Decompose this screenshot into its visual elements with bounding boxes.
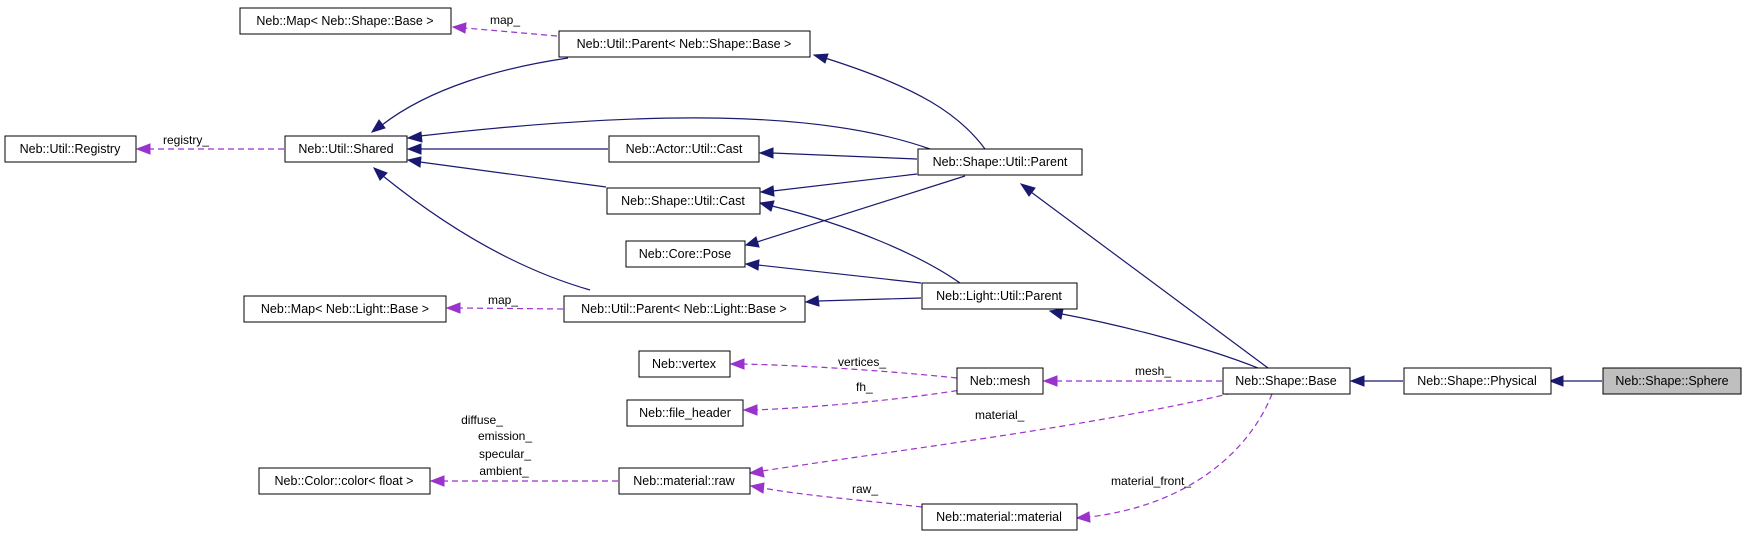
inheritance-edge-shapeutilparent-parentshape bbox=[812, 53, 986, 150]
node-actor-util-cast[interactable]: Neb::Actor::Util::Cast bbox=[608, 135, 760, 163]
inheritance-edge-physical-base bbox=[1349, 375, 1403, 387]
node-util-registry[interactable]: Neb::Util::Registry bbox=[4, 135, 137, 163]
node-label: Neb::file_header bbox=[639, 406, 731, 420]
usage-edge-parentlight-maplight bbox=[445, 302, 564, 314]
node-label: Neb::Map< Neb::Shape::Base > bbox=[256, 14, 433, 28]
inheritance-edge-lightutilparent-parentlight bbox=[804, 295, 922, 307]
node-label: Neb::Core::Pose bbox=[639, 247, 731, 261]
node-vertex[interactable]: Neb::vertex bbox=[638, 350, 731, 378]
node-label: Neb::Light::Util::Parent bbox=[936, 289, 1062, 303]
edge-label-registry: registry_ bbox=[163, 133, 209, 147]
inheritance-edge-parentshape-shared bbox=[370, 57, 569, 133]
node-shape-util-cast[interactable]: Neb::Shape::Util::Cast bbox=[606, 187, 761, 215]
node-map-shape-base[interactable]: Neb::Map< Neb::Shape::Base > bbox=[239, 7, 452, 35]
usage-edge-parentshape-mapshape bbox=[451, 22, 558, 37]
node-label: Neb::Actor::Util::Cast bbox=[626, 142, 743, 156]
usage-edge-materialraw-color bbox=[429, 475, 618, 487]
node-shape-physical[interactable]: Neb::Shape::Physical bbox=[1403, 367, 1552, 395]
node-label: Neb::Color::color< float > bbox=[275, 474, 414, 488]
usage-edge-base-mesh bbox=[1042, 375, 1222, 387]
node-material-raw[interactable]: Neb::material::raw bbox=[618, 467, 751, 495]
node-mesh[interactable]: Neb::mesh bbox=[956, 367, 1044, 395]
node-label: Neb::Shape::Physical bbox=[1417, 374, 1537, 388]
node-parent-light-base[interactable]: Neb::Util::Parent< Neb::Light::Base > bbox=[563, 295, 806, 323]
node-label: Neb::Shape::Sphere bbox=[1615, 374, 1728, 388]
inheritance-edge-parentlight-shared bbox=[372, 167, 591, 291]
usage-edge-base-materialraw bbox=[748, 392, 1233, 478]
inheritance-edge-shapeutilparent-pose bbox=[744, 175, 966, 248]
edge-label-vertices: vertices_ bbox=[838, 355, 886, 369]
node-file-header[interactable]: Neb::file_header bbox=[626, 399, 744, 427]
node-label: Neb::Shape::Util::Parent bbox=[933, 155, 1068, 169]
inheritance-edge-lightutilparent-pose bbox=[744, 259, 922, 284]
inheritance-edge-shapeutilparent-shapecast bbox=[759, 173, 918, 197]
edge-label-ambient: ambient_ bbox=[479, 464, 529, 478]
node-core-pose[interactable]: Neb::Core::Pose bbox=[625, 240, 746, 268]
node-label: Neb::Shape::Util::Cast bbox=[621, 194, 745, 208]
node-label: Neb::Util::Parent< Neb::Shape::Base > bbox=[577, 37, 792, 51]
inheritance-edge-sphere-physical bbox=[1548, 375, 1602, 387]
edge-label-raw: raw_ bbox=[852, 482, 878, 496]
inheritance-edge-shapecast-shared bbox=[406, 156, 607, 188]
node-label: Neb::Shape::Base bbox=[1235, 374, 1337, 388]
usage-edge-materialmaterial-materialraw bbox=[749, 482, 923, 508]
edge-label-material-front: material_front_ bbox=[1111, 474, 1191, 488]
usage-edge-shared-registry bbox=[135, 143, 284, 155]
node-color-float[interactable]: Neb::Color::color< float > bbox=[258, 467, 431, 495]
node-shape-base[interactable]: Neb::Shape::Base bbox=[1222, 367, 1351, 395]
node-label: Neb::Util::Registry bbox=[20, 142, 121, 156]
node-material-material[interactable]: Neb::material::material bbox=[921, 503, 1078, 531]
node-label: Neb::mesh bbox=[970, 374, 1030, 388]
edge-label-material: material_ bbox=[975, 408, 1025, 422]
inheritance-edge-base-lightutilparent bbox=[1048, 308, 1259, 369]
usage-edge-mesh-fileheader bbox=[742, 388, 968, 416]
edge-label-map-light: map_ bbox=[488, 293, 518, 307]
node-label: Neb::material::raw bbox=[633, 474, 735, 488]
node-shape-sphere[interactable]: Neb::Shape::Sphere bbox=[1602, 367, 1742, 395]
edge-label-emission: emission_ bbox=[478, 429, 532, 443]
edge-label-diffuse: diffuse_ bbox=[461, 413, 503, 427]
node-parent-shape-base[interactable]: Neb::Util::Parent< Neb::Shape::Base > bbox=[558, 30, 811, 58]
node-util-shared[interactable]: Neb::Util::Shared bbox=[284, 135, 408, 163]
node-map-light-base[interactable]: Neb::Map< Neb::Light::Base > bbox=[243, 295, 447, 323]
edge-label-map-shape: map_ bbox=[490, 13, 520, 27]
node-label: Neb::Util::Shared bbox=[298, 142, 393, 156]
inheritance-edge-base-shapeutilparent bbox=[1019, 183, 1269, 369]
node-label: Neb::vertex bbox=[652, 357, 717, 371]
inheritance-edge-shapeutilparent-actorcast bbox=[758, 147, 918, 160]
node-label: Neb::material::material bbox=[936, 510, 1062, 524]
edge-label-specular: specular_ bbox=[479, 447, 531, 461]
node-light-util-parent[interactable]: Neb::Light::Util::Parent bbox=[921, 282, 1078, 310]
usage-edge-base-materialmaterial bbox=[1075, 393, 1273, 523]
usage-edge-mesh-vertex bbox=[729, 358, 958, 379]
inheritance-edge-lightutilparent-shapecast bbox=[758, 200, 961, 284]
edge-label-mesh: mesh_ bbox=[1135, 364, 1171, 378]
inheritance-edge-shapeutilparent-shared bbox=[406, 117, 931, 150]
node-label: Neb::Util::Parent< Neb::Light::Base > bbox=[581, 302, 787, 316]
inheritance-edge-actorcast-shared bbox=[406, 143, 608, 155]
edge-label-fh: fh_ bbox=[856, 380, 873, 394]
node-shape-util-parent[interactable]: Neb::Shape::Util::Parent bbox=[917, 148, 1083, 176]
node-label: Neb::Map< Neb::Light::Base > bbox=[261, 302, 429, 316]
